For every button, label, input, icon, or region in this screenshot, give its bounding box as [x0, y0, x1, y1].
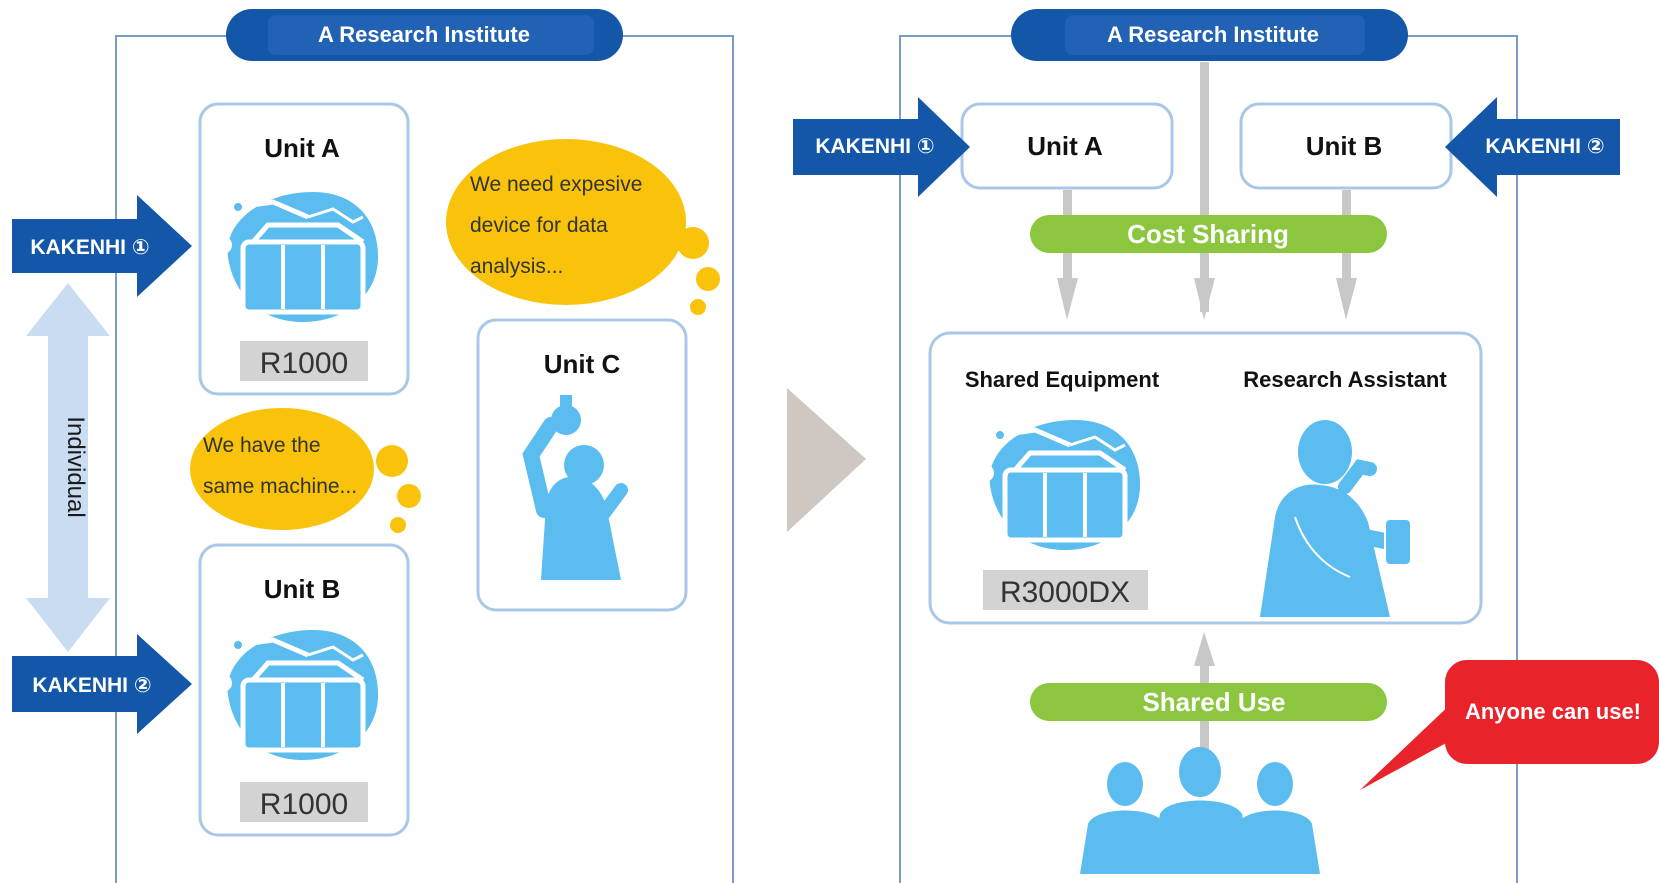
- left-unit-a-title: Unit A: [264, 133, 340, 163]
- kakenhi-1-arrow-right: KAKENHI ①: [793, 97, 970, 197]
- individual-label: Individual: [62, 416, 89, 517]
- cost-sharing-label: Cost Sharing: [1127, 219, 1289, 249]
- kakenhi-2-arrow-left: KAKENHI ②: [12, 634, 192, 734]
- anyone-can-use-bubble: Anyone can use!: [1360, 660, 1659, 790]
- left-panel: A Research Institute Unit A R1000 Unit B…: [12, 9, 734, 883]
- left-unit-b-model: R1000: [260, 788, 348, 821]
- kakenhi-2-arrow-right: KAKENHI ②: [1445, 97, 1620, 197]
- anyone-can-use-label: Anyone can use!: [1465, 699, 1641, 724]
- kakenhi-1-label-right: KAKENHI ①: [815, 135, 934, 158]
- bubble-machine-line-1: We have the: [203, 434, 321, 457]
- kakenhi-1-label-left: KAKENHI ①: [30, 236, 149, 259]
- left-header-text: A Research Institute: [318, 22, 530, 47]
- left-unit-a-model: R1000: [260, 347, 348, 380]
- left-unit-a-model-box: [240, 341, 368, 381]
- right-header-text: A Research Institute: [1107, 22, 1319, 47]
- kakenhi-2-label-left: KAKENHI ②: [32, 674, 151, 697]
- shared-use-label: Shared Use: [1142, 687, 1285, 717]
- bubble-unit-c: We need expesive device for data analysi…: [446, 139, 720, 315]
- bubble-machine-line-2: same machine...: [203, 475, 357, 498]
- bubble-unit-c-line-1: We need expesive: [470, 173, 642, 196]
- individual-double-arrow: Individual: [26, 283, 110, 652]
- left-unit-c-card: Unit C: [476, 318, 688, 612]
- cost-sharing-pill: Cost Sharing: [1030, 215, 1387, 253]
- right-unit-b-box: Unit B: [1239, 102, 1453, 190]
- shared-model-box: [983, 570, 1148, 610]
- bubble-machine: We have the same machine...: [190, 408, 421, 533]
- shared-resources-box: Shared Equipment Research Assistant R300…: [928, 331, 1483, 623]
- transition-arrow: [787, 388, 866, 532]
- bubble-unit-c-line-3: analysis...: [470, 255, 563, 278]
- shared-model-label: R3000DX: [1000, 576, 1130, 609]
- left-unit-a-card: Unit A R1000: [198, 102, 410, 396]
- left-unit-c-title: Unit C: [544, 349, 621, 379]
- right-header-pill: A Research Institute: [1011, 9, 1408, 61]
- research-assistant-label: Research Assistant: [1243, 367, 1447, 392]
- bubble-unit-c-line-2: device for data: [470, 214, 608, 237]
- right-unit-a-title: Unit A: [1027, 131, 1103, 161]
- shared-use-pill: Shared Use: [1030, 683, 1387, 721]
- left-header-pill: A Research Institute: [226, 9, 623, 61]
- left-unit-b-title: Unit B: [264, 574, 341, 604]
- kakenhi-2-label-right: KAKENHI ②: [1485, 135, 1604, 158]
- kakenhi-1-arrow-left: KAKENHI ①: [12, 195, 192, 297]
- left-unit-b-model-box: [240, 782, 368, 822]
- left-unit-b-card: Unit B R1000: [198, 543, 410, 837]
- shared-equipment-label: Shared Equipment: [965, 367, 1160, 392]
- right-unit-a-box: Unit A: [960, 102, 1174, 190]
- right-panel: A Research Institute Unit A Unit B KAKEN…: [793, 9, 1659, 883]
- right-unit-b-title: Unit B: [1306, 131, 1383, 161]
